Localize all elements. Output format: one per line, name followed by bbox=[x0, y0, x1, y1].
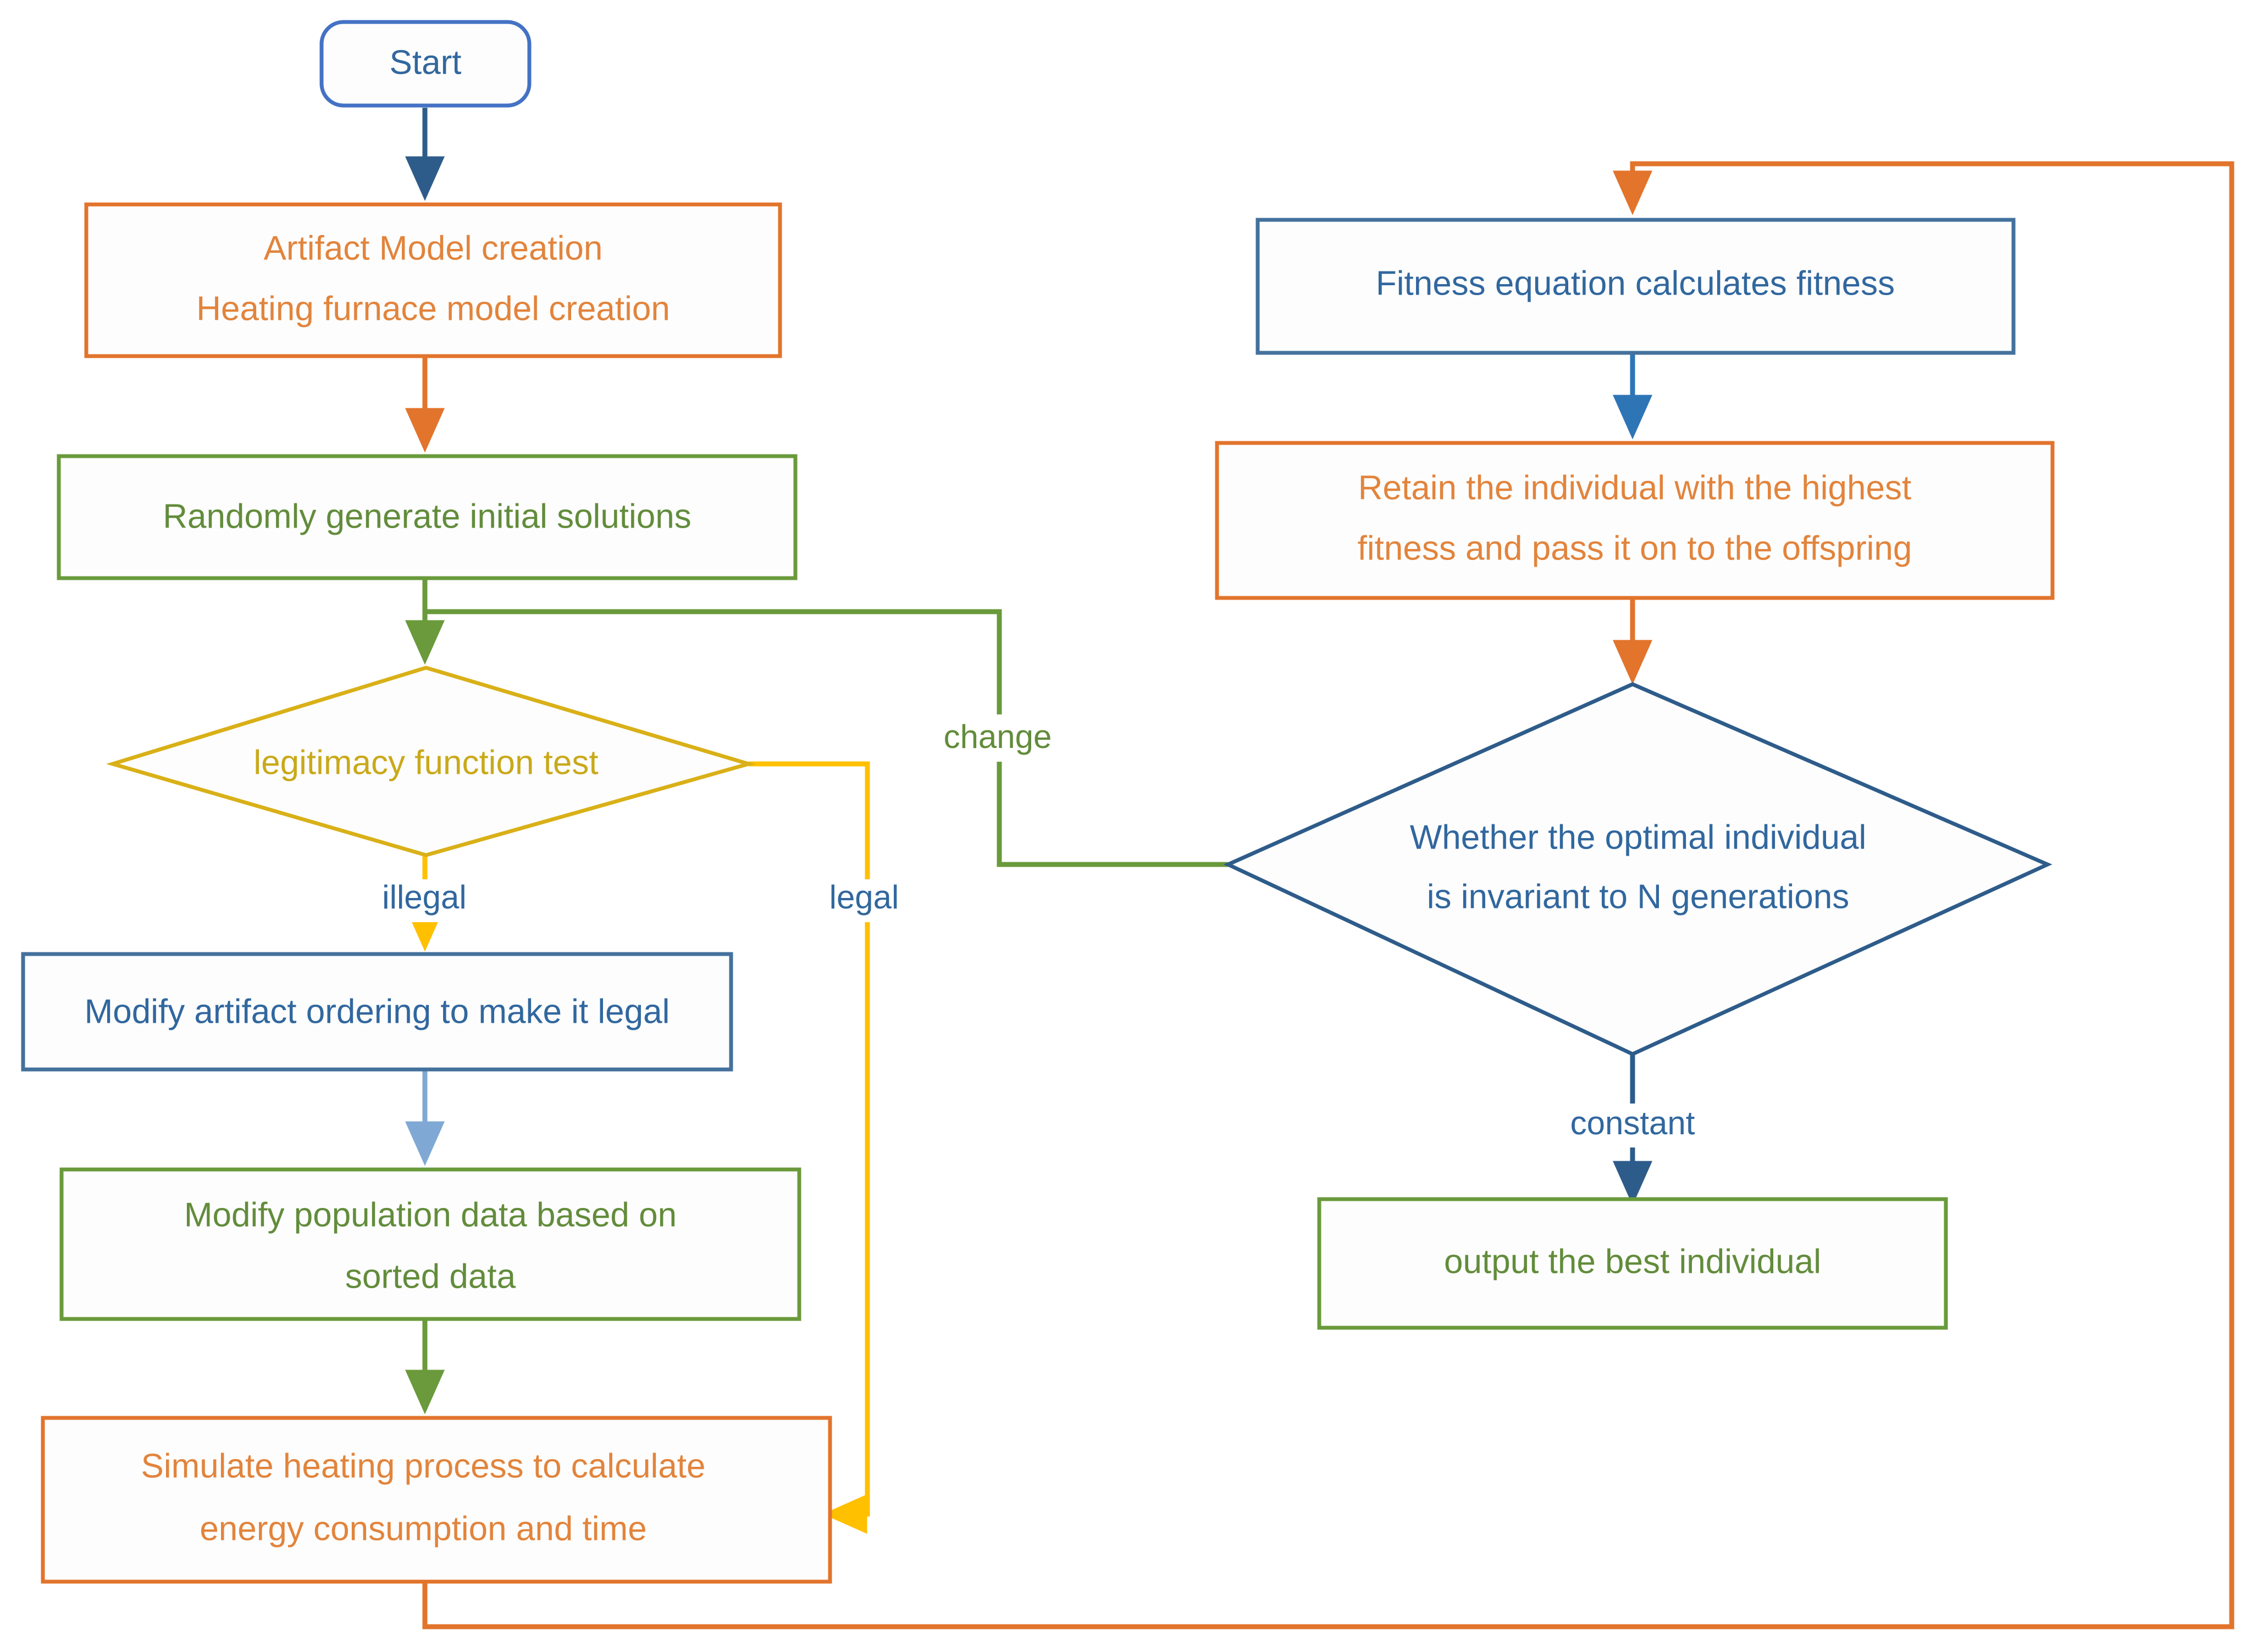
legitimacy-function-test-decision[interactable]: legitimacy function test bbox=[106, 666, 756, 857]
modify-artifact-ordering-label: Modify artifact ordering to make it lega… bbox=[85, 993, 670, 1030]
retain-highest-fitness-node[interactable]: Retain the individual with the highest f… bbox=[1215, 441, 2055, 600]
label-mask-illegal bbox=[385, 879, 467, 922]
edge-simulate-heating-to-fitness-equation bbox=[422, 161, 2234, 1629]
modify-artifact-ordering-node[interactable]: Modify artifact ordering to make it lega… bbox=[21, 952, 733, 1072]
fitness-equation-shape bbox=[1255, 218, 2016, 355]
artifact-model-creation-shape bbox=[84, 202, 782, 358]
label-mask-constant bbox=[1578, 1104, 1693, 1147]
retain-highest-fitness-line-1: Retain the individual with the highest bbox=[1358, 469, 1911, 507]
start-node[interactable]: Start bbox=[319, 20, 532, 108]
retain-highest-fitness-shape bbox=[1215, 441, 2055, 600]
modify-population-data-node[interactable]: Modify population data based on sorted d… bbox=[59, 1167, 801, 1321]
randomly-generate-initial-solutions-node[interactable]: Randomly generate initial solutions bbox=[57, 454, 798, 580]
modify-population-data-shape bbox=[59, 1167, 801, 1321]
retain-highest-fitness-line-2: fitness and pass it on to the offspring bbox=[1358, 529, 1912, 567]
start-node-shape bbox=[319, 20, 532, 108]
start-node-label: Start bbox=[390, 43, 462, 81]
modify-population-data-line-1: Modify population data based on bbox=[184, 1196, 677, 1234]
randomly-generate-initial-solutions-shape bbox=[57, 454, 798, 580]
optimal-individual-invariant-line-1: Whether the optimal individual bbox=[1410, 818, 1867, 856]
edge-label-constant-top: constant bbox=[1570, 1105, 1695, 1141]
edge-label-legal-top: legal bbox=[829, 879, 899, 916]
output-best-individual-shape bbox=[1317, 1197, 1948, 1330]
fitness-equation-node[interactable]: Fitness equation calculates fitness bbox=[1255, 218, 2016, 355]
edge-label-illegal-top: illegal bbox=[382, 879, 466, 916]
artifact-model-creation-node[interactable]: Artifact Model creation Heating furnace … bbox=[84, 202, 782, 358]
edge-legitimacy-legal-to-simulate-heating bbox=[749, 761, 870, 1534]
optimal-individual-invariant-shape bbox=[1223, 682, 2053, 1056]
optimal-individual-invariant-line-2: is invariant to N generations bbox=[1427, 878, 1850, 916]
optimal-individual-invariant-decision[interactable]: Whether the optimal individual is invari… bbox=[1223, 682, 2053, 1056]
edge-label-change-top: change bbox=[944, 718, 1052, 755]
output-best-individual-node[interactable]: output the best individual bbox=[1317, 1197, 1948, 1330]
artifact-model-creation-line-2: Heating furnace model creation bbox=[196, 290, 670, 328]
legitimacy-function-test-label: legitimacy function test bbox=[253, 744, 598, 781]
simulate-heating-process-node[interactable]: Simulate heating process to calculate en… bbox=[41, 1416, 832, 1584]
label-mask-legal bbox=[823, 879, 906, 922]
randomly-generate-initial-solutions-label: Randomly generate initial solutions bbox=[163, 497, 691, 535]
simulate-heating-process-shape bbox=[41, 1416, 832, 1584]
output-best-individual-label: output the best individual bbox=[1444, 1243, 1821, 1280]
simulate-heating-process-line-2: energy consumption and time bbox=[200, 1510, 646, 1548]
label-mask-change bbox=[934, 714, 1061, 762]
fitness-equation-label: Fitness equation calculates fitness bbox=[1376, 264, 1895, 302]
modify-artifact-ordering-shape bbox=[21, 952, 733, 1072]
legitimacy-function-test-shape bbox=[106, 666, 756, 857]
simulate-heating-process-line-1: Simulate heating process to calculate bbox=[141, 1447, 705, 1485]
modify-population-data-line-2: sorted data bbox=[345, 1257, 516, 1295]
artifact-model-creation-line-1: Artifact Model creation bbox=[264, 229, 603, 267]
